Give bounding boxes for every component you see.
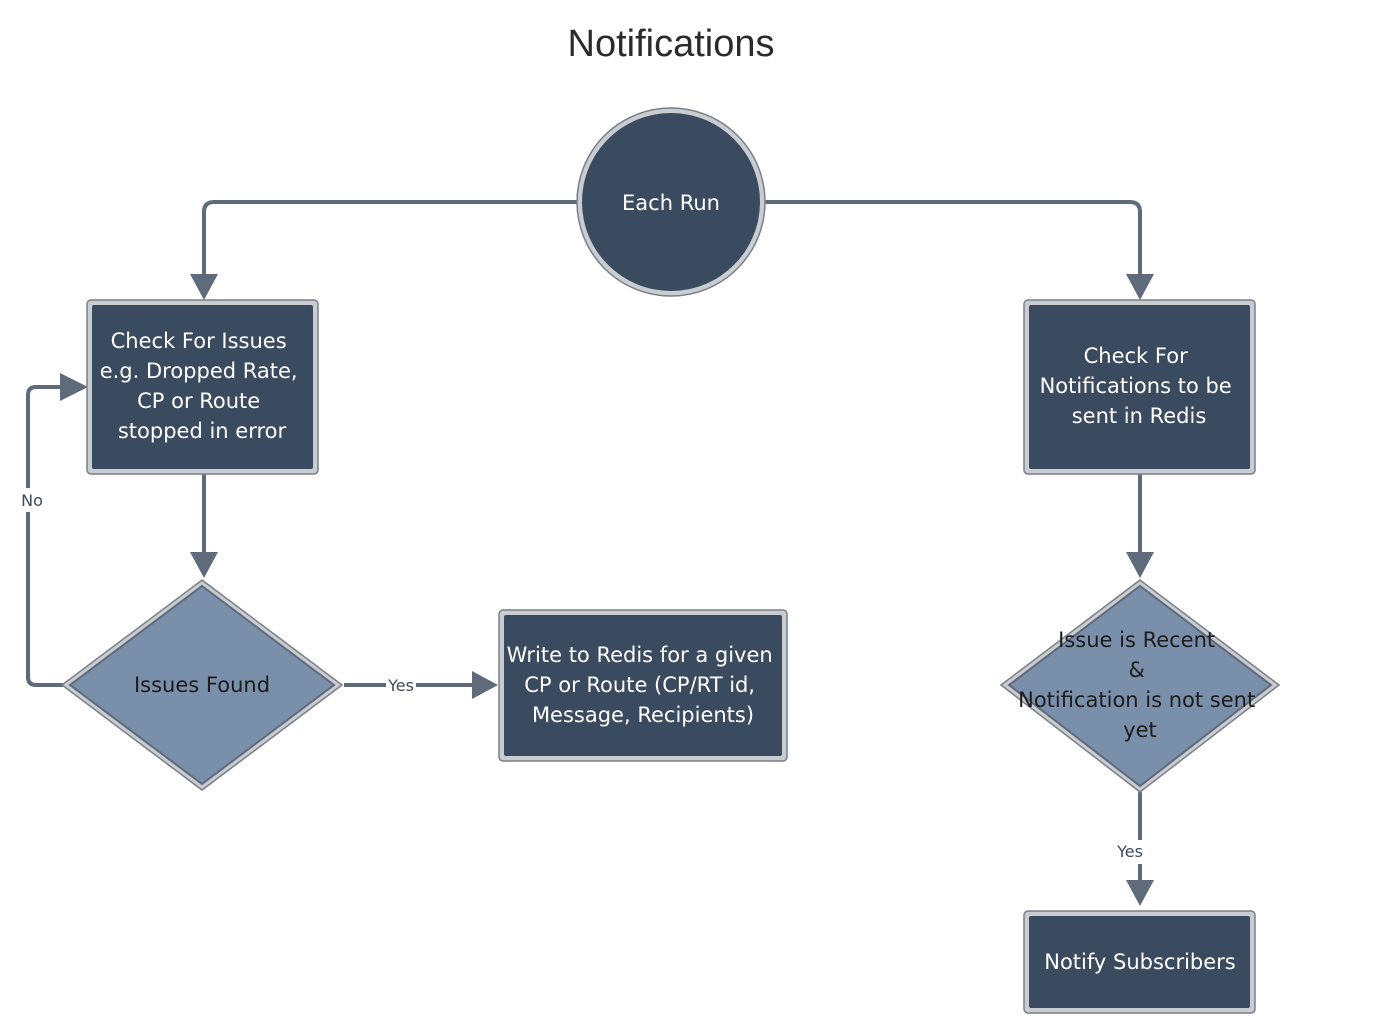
yes-right-label-bg: [1114, 840, 1146, 864]
node-check-issues: Check For Issues e.g. Dropped Rate, CP o…: [86, 299, 319, 475]
arrow-issues-found-yes: [472, 671, 498, 699]
node-notify-subscribers: Notify Subscribers: [1023, 910, 1256, 1014]
node-text-issues-found: Issues Found: [134, 673, 270, 697]
arrow-no-loop: [60, 373, 88, 401]
node-each-run: Each Run: [576, 107, 766, 297]
node-issues-found: Issues Found: [60, 579, 344, 791]
arrow-check-notifications-to-issue-recent: [1126, 552, 1154, 578]
arrow-check-issues-to-issues-found: [190, 552, 218, 578]
diagram-title: Notifications: [568, 23, 775, 65]
node-write-redis: Write to Redis for a given CP or Route (…: [498, 609, 788, 762]
edge-label-yes-right: Yes: [1116, 842, 1143, 861]
edge-run-to-check-issues: [202, 200, 578, 280]
node-text-write-redis: Write to Redis for a given CP or Route (…: [507, 643, 780, 727]
edge-run-to-check-notifications: [764, 200, 1142, 280]
node-text-notify-subscribers: Notify Subscribers: [1044, 950, 1236, 974]
node-issue-recent: Issue is Recent & Notification is not se…: [999, 579, 1281, 793]
node-text-check-notifications: Check For Notifications to be sent in Re…: [1040, 344, 1239, 428]
node-text-issue-recent: Issue is Recent & Notification is not se…: [1018, 628, 1262, 742]
edge-label-no: No: [21, 491, 43, 510]
yes-left-label-bg: [386, 674, 416, 696]
arrow-issue-recent-yes: [1126, 880, 1154, 906]
arrow-run-to-check-issues: [190, 274, 218, 300]
node-check-notifications: Check For Notifications to be sent in Re…: [1023, 299, 1256, 475]
arrow-run-to-check-notifications: [1126, 274, 1154, 300]
edge-label-yes-left: Yes: [387, 676, 414, 695]
no-label-bg: [16, 488, 48, 512]
edge-issues-found-no-loop: [26, 385, 64, 687]
node-text-each-run: Each Run: [622, 191, 720, 215]
edges: [26, 200, 1154, 906]
node-text-check-issues: Check For Issues e.g. Dropped Rate, CP o…: [100, 329, 305, 443]
